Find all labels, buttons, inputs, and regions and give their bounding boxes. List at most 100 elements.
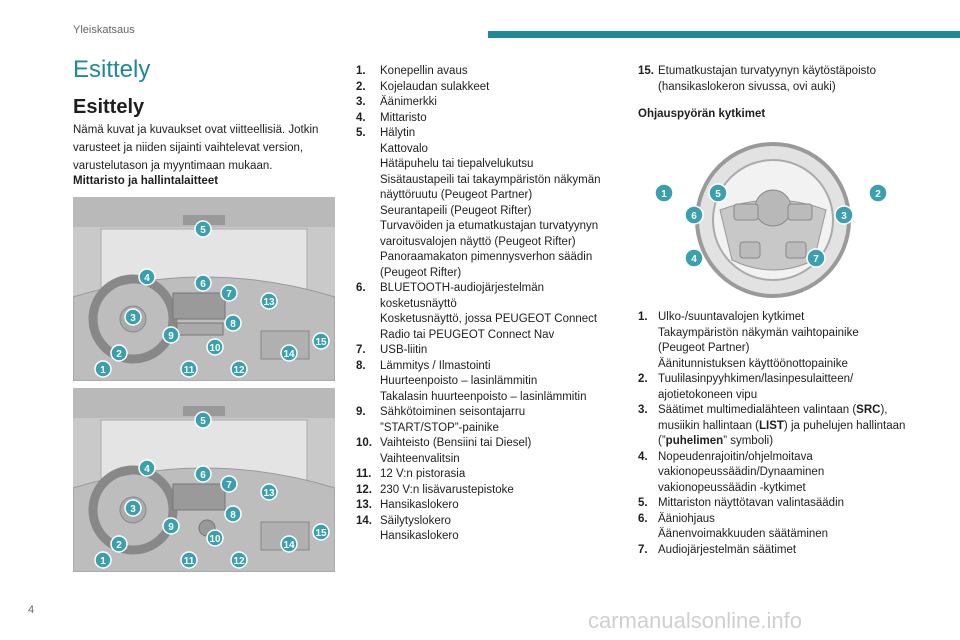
list-item-text: Ääniohjaus (658, 512, 715, 525)
list-item-text: Ulko-/suuntavalojen kytkimet (658, 311, 805, 323)
callout-label: 4 (144, 273, 150, 284)
list-item-number: 7. (356, 344, 366, 356)
callout-label: 5 (715, 189, 721, 200)
callout-label: 3 (841, 211, 847, 222)
list-item: 4.Nopeudenrajoitin/ohjelmoitava vakionop… (638, 450, 908, 497)
list-item-text: Äänitunnistuksen käyttöönottopainike (658, 357, 848, 370)
subheading-wheel: Ohjauspyörän kytkimet (638, 108, 766, 120)
callout-marker (124, 308, 142, 326)
page-number: 4 (28, 604, 35, 616)
callout-label: 13 (263, 297, 275, 308)
list-item-text: Säätimet multimedialähteen valintaan (SR… (658, 404, 906, 447)
callout-label: 14 (283, 540, 295, 551)
list-item-text: Turvavöiden ja etumatkustajan turvatyyny… (380, 220, 599, 248)
list-item: 1.Konepellin avaus (356, 64, 618, 80)
callout-marker (94, 360, 112, 378)
callout-label: 15 (315, 528, 327, 539)
list-item-number: 4. (356, 111, 366, 124)
list-item-text: Takaympäristön näkymän vaihtopainike (Pe… (658, 326, 859, 355)
callout-label: 6 (200, 470, 206, 481)
list-item: 13.Hansikaslokero (356, 498, 618, 514)
list-item-number: 5. (356, 127, 366, 139)
callout-marker (312, 523, 330, 541)
callout-label: 2 (116, 540, 122, 551)
callout-label: 7 (226, 480, 232, 491)
list-item-number: 4. (638, 450, 648, 463)
list-item-number: 1. (356, 65, 366, 77)
list-item-number: 2. (638, 373, 648, 385)
watermark: carmanualsonline.info (588, 608, 803, 633)
list-item-text: Kattovalo (380, 142, 428, 155)
list-item: 12.230 V:n lisävarustepistoke (356, 483, 618, 499)
list-item-text: Hätäpuhelu tai tiepalvelukutsu (380, 158, 534, 170)
callout-marker (110, 344, 128, 362)
list-item-text: Hansikaslokero (380, 499, 459, 511)
list-item-number: 5. (638, 497, 648, 509)
callout-label: 11 (184, 556, 195, 567)
list-item-text: 230 V:n lisävarustepistoke (380, 483, 514, 496)
list-item-number: 14. (356, 514, 372, 527)
callout-label: 8 (230, 319, 236, 330)
list-item-number: 3. (638, 404, 648, 416)
callout-marker (280, 535, 298, 553)
callout-marker (110, 535, 128, 553)
callout-marker (684, 205, 704, 225)
list-item-number: 3. (356, 96, 366, 108)
callout-label: 12 (233, 365, 245, 376)
callout-marker (194, 220, 212, 238)
callout-label: 6 (691, 211, 697, 222)
list-item: 5.Mittariston näyttötavan valintasäädin (638, 496, 908, 512)
header-accent-bar (488, 31, 960, 38)
callout-label: 4 (144, 464, 150, 475)
list-item-text: Panoraamakaton pimennysverhon säädin (Pe… (380, 251, 593, 279)
callout-marker (138, 268, 156, 286)
list-item-number: 10. (356, 437, 372, 449)
callout-label: 9 (168, 331, 174, 342)
list-item: 2.Kojelaudan sulakkeet (356, 80, 618, 96)
list-item-text: Hälytin (380, 127, 416, 139)
callout-label: 3 (130, 504, 136, 515)
callout-label: 6 (200, 279, 206, 290)
list-item: 7.Audiojärjestelmän säätimet (638, 543, 908, 559)
page-heading: Esittely (73, 96, 145, 118)
list-item: 10.Vaihteisto (Bensiini tai Diesel)Vaiht… (356, 436, 618, 467)
list-item-text: Huurteenpoisto – lasinlämmitin (380, 375, 538, 387)
callout-marker (708, 183, 728, 203)
list-item-number: 8. (356, 359, 366, 372)
callout-marker (260, 292, 278, 310)
list-item-text: Sähkötoiminen seisontajarru (380, 406, 526, 418)
callout-label: 3 (130, 313, 136, 324)
callout-label: 15 (315, 337, 327, 348)
list-item-number: 7. (638, 543, 648, 556)
callout-marker (162, 517, 180, 535)
list-item-text: Äänenvoimakkuuden säätäminen (658, 528, 829, 540)
callout-marker (206, 529, 224, 547)
list-item-number: 6. (638, 512, 648, 525)
list-item-text: ”START/STOP”-painike (380, 421, 499, 434)
callout-marker (162, 326, 180, 344)
callout-label: 9 (168, 522, 174, 533)
list-item-text: Kosketusnäyttö, jossa PEUGEOT Connect Ra… (380, 313, 598, 341)
list-item-number: 11. (356, 468, 372, 480)
list-item-text: Sisätaustapeili tai takaympäristön näkym… (380, 173, 601, 202)
callout-label: 13 (263, 488, 275, 499)
callout-marker (224, 314, 242, 332)
list-item-text: Etumatkustajan turvatyynyn käytöstäpoist… (658, 65, 876, 93)
callout-marker (312, 332, 330, 350)
callout-marker (280, 344, 298, 362)
list-item: 11.12 V:n pistorasia (356, 467, 618, 483)
list-item-text: USB-liitin (380, 344, 428, 356)
callout-marker (654, 183, 674, 203)
callout-label: 5 (200, 416, 206, 427)
list-item-number: 15. (638, 65, 654, 77)
callout-marker (806, 248, 826, 268)
list-item-text: Seurantapeili (Peugeot Rifter) (380, 204, 532, 217)
list-item-text: Hansikaslokero (380, 530, 459, 542)
list-item-text: Säilytyslokero (380, 514, 451, 527)
